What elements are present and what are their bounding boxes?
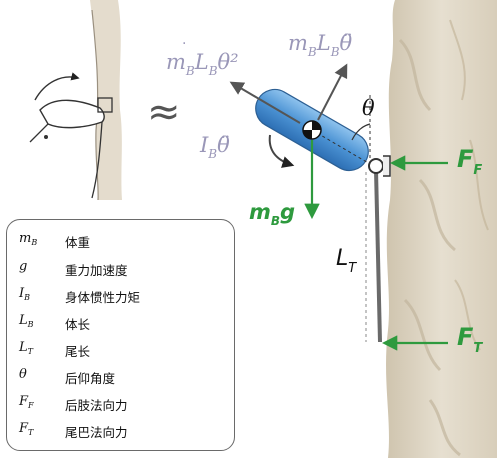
legend-text: 重力加速度 xyxy=(65,263,128,278)
tangential-arrow xyxy=(317,63,348,121)
legend-row: IB 身体惯性力矩 xyxy=(7,284,234,306)
legend-row: g 重力加速度 xyxy=(7,257,234,279)
legend-row: FF 后肢法向力 xyxy=(7,392,234,414)
tail-force-label: FT xyxy=(457,323,483,356)
tree-wall xyxy=(386,0,497,458)
body-axis-line xyxy=(311,129,371,165)
legend-text: 后肢法向力 xyxy=(65,398,128,413)
legend-box: mB 体重 g 重力加速度 IB 身体惯性力矩 LB 体长 LT 尾长 θ 后仰… xyxy=(6,219,235,451)
foot-clamp xyxy=(383,155,391,177)
tail-rod xyxy=(374,169,382,343)
angle-arc xyxy=(351,123,371,141)
legend-text: 体长 xyxy=(65,317,91,332)
legend-text: 体重 xyxy=(65,235,91,250)
centripetal-dot: · xyxy=(182,36,186,52)
legend-symbol: LT xyxy=(19,340,33,356)
legend-symbol: FF xyxy=(19,394,34,410)
inertia-rotation-arc xyxy=(268,134,295,168)
center-of-mass-icon xyxy=(302,120,322,140)
legend-row: θ 后仰角度 xyxy=(7,365,234,387)
legend-row: FT 尾巴法向力 xyxy=(7,419,234,441)
legend-symbol: IB xyxy=(19,286,31,302)
legend-row: LT 尾长 xyxy=(7,338,234,360)
angle-label: θ xyxy=(362,96,375,120)
legend-symbol: θ xyxy=(19,367,27,382)
tail-length-label: LT xyxy=(336,246,357,276)
approx-symbol: ≈ xyxy=(147,89,181,135)
legend-symbol: FT xyxy=(19,421,34,437)
legend-row: mB 体重 xyxy=(7,229,234,251)
hip-pivot xyxy=(368,158,384,174)
centripetal-label: mBLBθ² xyxy=(166,50,239,78)
legend-text: 尾长 xyxy=(65,344,91,359)
gravity-label: mBg xyxy=(249,200,295,228)
centripetal-arrow xyxy=(229,81,301,124)
inertia-label: IBθ̈ xyxy=(199,133,230,161)
legend-symbol: LB xyxy=(19,313,34,329)
gecko-sketch-icon xyxy=(29,0,122,201)
legend-symbol: g xyxy=(19,259,28,274)
legend-row: LB 体长 xyxy=(7,311,234,333)
legend-text: 身体惯性力矩 xyxy=(65,290,141,305)
legend-text: 后仰角度 xyxy=(65,371,116,386)
legend-text: 尾巴法向力 xyxy=(65,425,128,440)
tangential-label: mBLBθ̈ xyxy=(288,31,353,59)
foot-force-label: FF xyxy=(457,145,482,178)
legend-symbol: mB xyxy=(19,231,38,247)
